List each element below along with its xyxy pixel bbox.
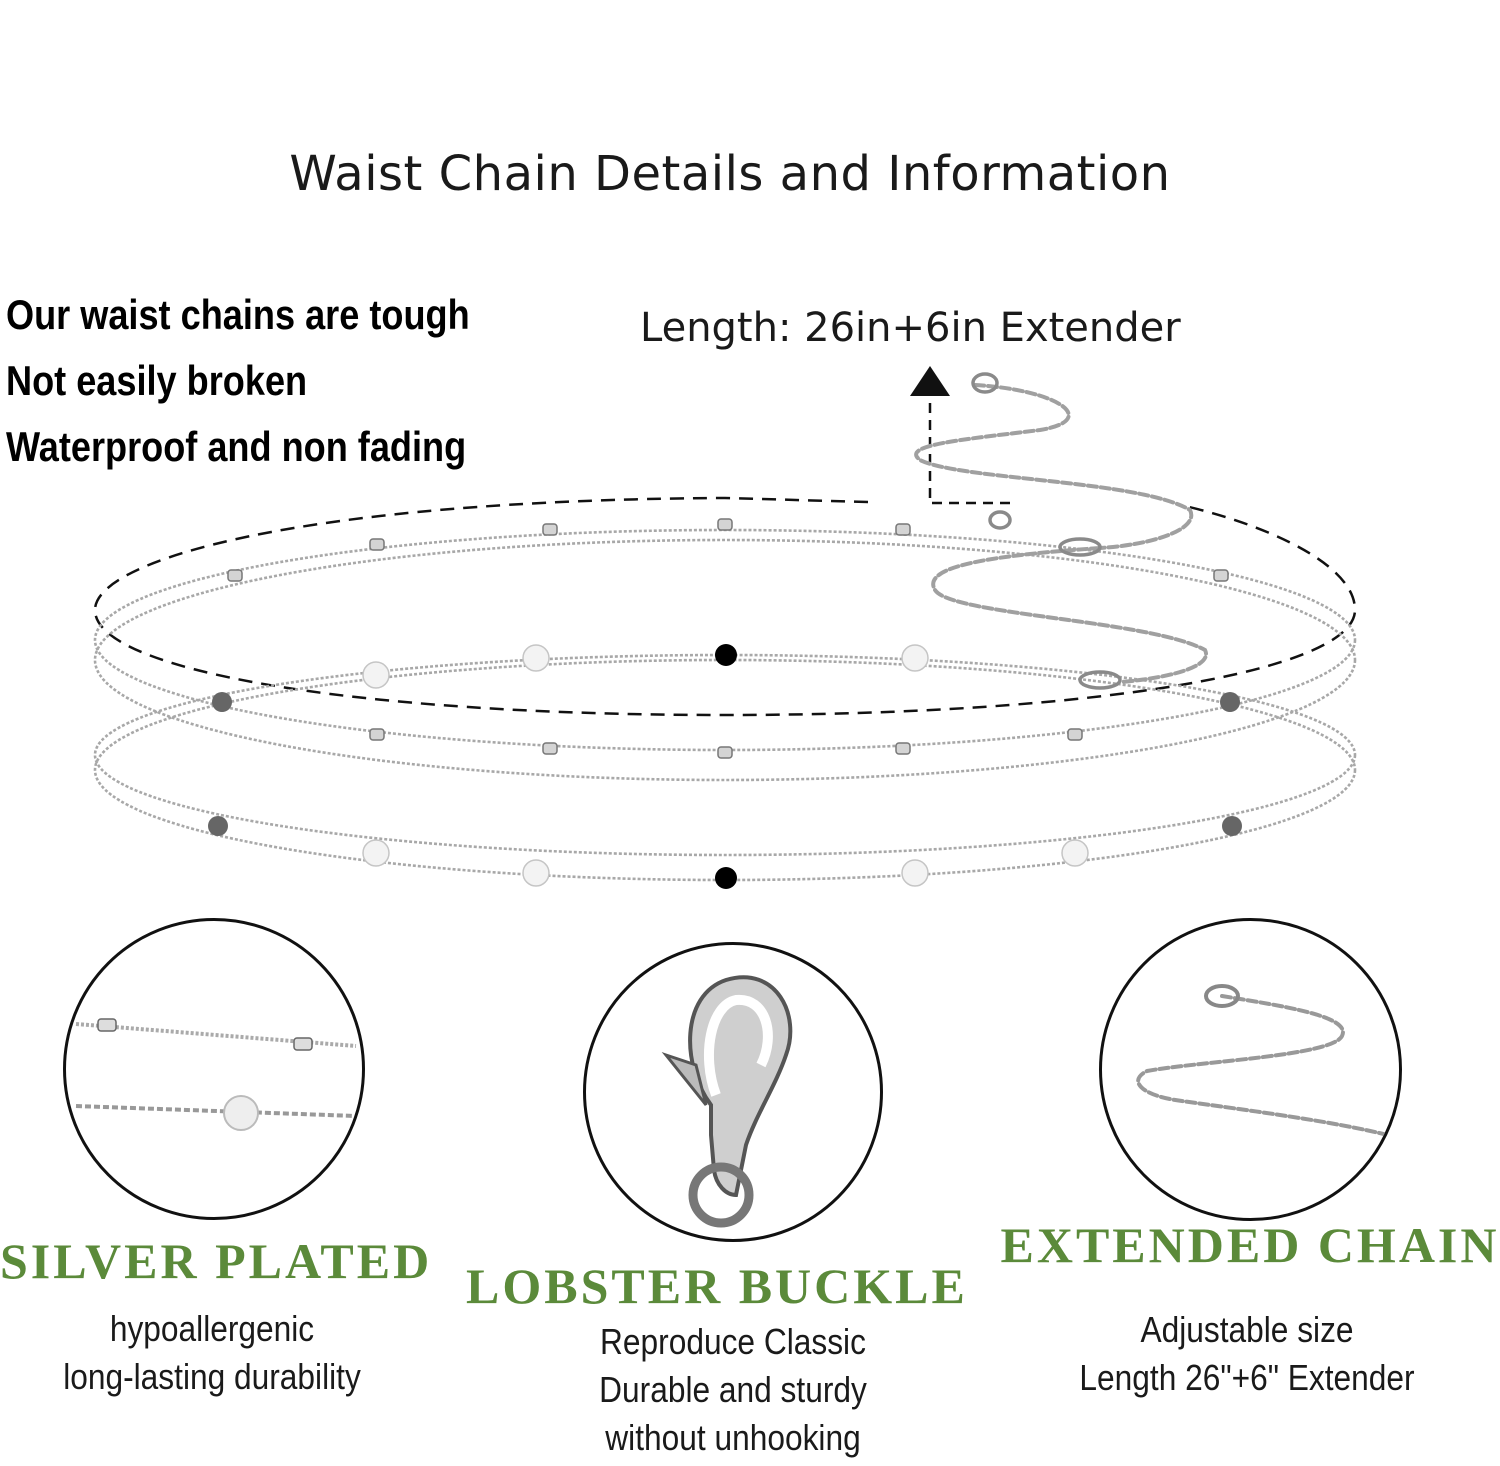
feature-item: Waterproof and non fading: [6, 423, 467, 470]
disc-bead: [1061, 839, 1089, 867]
bar-bead: [542, 523, 558, 536]
disc-bead: [901, 859, 929, 887]
bar-bead: [227, 569, 243, 582]
disc-bead: [522, 859, 550, 887]
bar-bead: [717, 746, 733, 759]
extended-chain-heading: EXTENDED CHAIN: [1000, 1217, 1500, 1273]
bar-bead: [1067, 728, 1083, 741]
clasp-ring: [988, 510, 1012, 530]
clasp-ring: [971, 372, 999, 394]
lobster-clasp: [1078, 670, 1122, 690]
black-bead: [715, 867, 737, 889]
disc-bead: [901, 644, 929, 672]
extended-chain-closeup: [1099, 918, 1402, 1221]
disc-bead: [362, 661, 390, 689]
feature-item: Not easily broken: [6, 357, 308, 404]
extender-chain: [931, 546, 1208, 684]
bar-bead: [369, 728, 385, 741]
disc-bead: [362, 839, 390, 867]
dark-bead: [212, 692, 232, 712]
dark-bead: [208, 816, 228, 836]
description-line: long-lasting durability: [63, 1356, 361, 1397]
page-title: Waist Chain Details and Information: [289, 146, 1171, 202]
description-line: Reproduce Classic: [600, 1321, 866, 1362]
black-bead: [715, 644, 737, 666]
extended-chain-description: Adjustable size Length 26"+6" Extender: [1071, 1306, 1423, 1402]
chain-strand-4: [93, 658, 1357, 882]
description-line: Length 26"+6" Extender: [1079, 1357, 1415, 1398]
silver-plated-closeup: [63, 918, 365, 1220]
waist-chain-illustration: [93, 366, 1357, 889]
extender-chain: [914, 383, 1194, 550]
description-line: Adjustable size: [1140, 1309, 1354, 1350]
lobster-buckle-description: Reproduce Classic Durable and sturdy wit…: [557, 1318, 909, 1462]
chain-strand-1: [93, 528, 1357, 752]
bar-bead: [895, 742, 911, 755]
bar-bead: [1213, 569, 1229, 582]
chain-strand-2: [93, 538, 1357, 782]
bar-bead: [717, 518, 733, 531]
measure-arrow-line: [928, 395, 1010, 505]
lobster-buckle-heading: LOBSTER BUCKLE: [466, 1258, 968, 1314]
feature-list: Our waist chains are tough Not easily br…: [6, 282, 545, 480]
length-label: Length: 26in+6in Extender: [640, 305, 1181, 351]
bar-bead: [369, 538, 385, 551]
silver-plated-heading: SILVER PLATED: [0, 1233, 433, 1289]
description-line: without unhooking: [605, 1417, 861, 1458]
dark-bead: [1222, 816, 1242, 836]
dark-bead: [1220, 692, 1240, 712]
lobster-buckle-closeup: [583, 942, 883, 1242]
description-line: Durable and sturdy: [599, 1369, 867, 1410]
lobster-clasp: [1058, 537, 1102, 557]
description-line: hypoallergenic: [109, 1308, 315, 1349]
disc-bead: [522, 644, 550, 672]
arrow-up-icon: [910, 366, 950, 396]
bar-bead: [542, 742, 558, 755]
feature-item: Our waist chains are tough: [6, 291, 470, 338]
bar-bead: [895, 523, 911, 536]
silver-plated-description: hypoallergenic long-lasting durability: [36, 1305, 388, 1401]
